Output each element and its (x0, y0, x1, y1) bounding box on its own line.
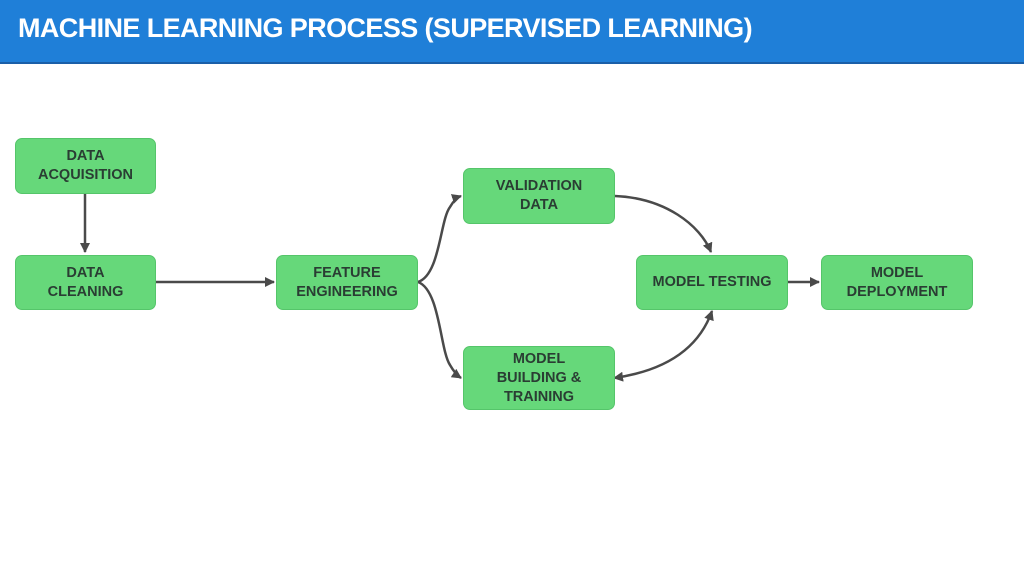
edge-validation-to-testing (614, 194, 713, 253)
node-validation-data: VALIDATION DATA (463, 168, 615, 224)
node-model-testing: MODEL TESTING (636, 255, 788, 310)
node-data-cleaning: DATA CLEANING (15, 255, 156, 310)
title-banner: MACHINE LEARNING PROCESS (SUPERVISED LEA… (0, 0, 1024, 64)
node-model-building-training: MODEL BUILDING & TRAINING (463, 346, 615, 410)
node-feature-engineering: FEATURE ENGINEERING (276, 255, 418, 310)
node-data-acquisition: DATA ACQUISITION (15, 138, 156, 194)
node-model-deployment: MODEL DEPLOYMENT (821, 255, 973, 310)
edge-feature-to-validation (417, 194, 462, 284)
edge-feature-to-model-building (417, 280, 462, 380)
page-title: MACHINE LEARNING PROCESS (SUPERVISED LEA… (18, 13, 753, 43)
edge-building-testing-bidirectional (613, 310, 714, 382)
